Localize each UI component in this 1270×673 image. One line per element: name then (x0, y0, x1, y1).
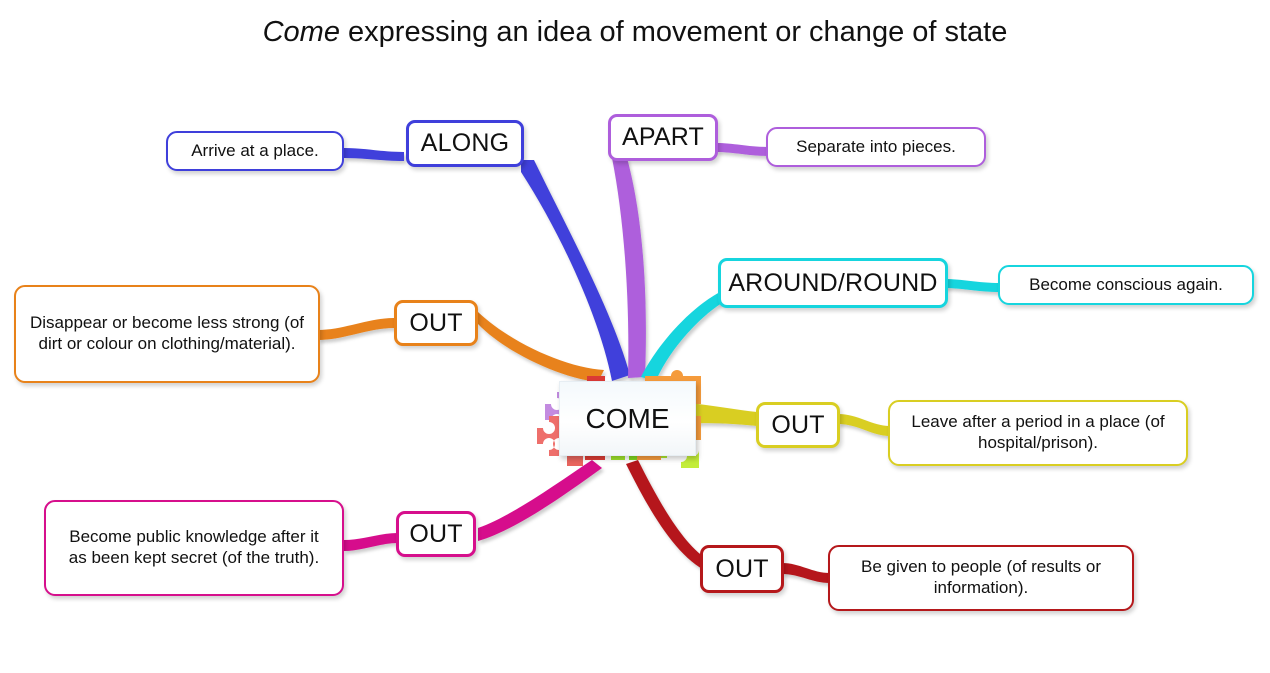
node-leaf-around-round[interactable]: Become conscious again. (998, 265, 1254, 305)
node-leaf-out-public[interactable]: Become public knowledge after it as been… (44, 500, 344, 596)
link-along-leaf (344, 148, 404, 161)
node-key-out-public[interactable]: OUT (396, 511, 476, 557)
link-out-public-leaf (344, 533, 398, 551)
node-key-out-fade-label: OUT (409, 308, 463, 337)
node-leaf-apart[interactable]: Separate into pieces. (766, 127, 986, 167)
link-out-leave-leaf (838, 414, 890, 436)
link-out-given-leaf (782, 563, 830, 583)
node-leaf-out-fade[interactable]: Disappear or become less strong (of dirt… (14, 285, 320, 383)
node-leaf-out-leave-label: Leave after a period in a place (of hosp… (911, 412, 1165, 452)
node-key-out-leave-label: OUT (771, 410, 825, 439)
node-leaf-along-label: Arrive at a place. (191, 140, 319, 160)
node-key-along[interactable]: ALONG (406, 120, 524, 167)
node-key-out-public-label: OUT (409, 519, 463, 548)
node-key-out-given-label: OUT (715, 554, 769, 583)
central-node-label: COME (559, 381, 696, 456)
node-key-out-leave[interactable]: OUT (756, 402, 840, 448)
page-title: Come expressing an idea of movement or c… (0, 16, 1270, 49)
link-along (521, 160, 630, 381)
link-out-public (478, 460, 602, 541)
node-leaf-apart-label: Separate into pieces. (796, 136, 956, 156)
link-out-fade (478, 312, 604, 382)
link-apart-leaf (716, 143, 768, 156)
node-leaf-out-given[interactable]: Be given to people (of results or inform… (828, 545, 1134, 611)
node-leaf-out-leave[interactable]: Leave after a period in a place (of hosp… (888, 400, 1188, 466)
node-key-apart-label: APART (621, 123, 705, 152)
page-title-emphasis: Come (262, 16, 340, 48)
node-key-around-round-label: AROUND/ROUND (728, 268, 938, 297)
link-out-given (626, 460, 704, 570)
node-leaf-along[interactable]: Arrive at a place. (166, 131, 344, 171)
link-around (641, 291, 722, 381)
link-out-leave (688, 403, 757, 426)
node-key-out-fade[interactable]: OUT (394, 300, 478, 346)
node-key-around-round[interactable]: AROUND/ROUND (718, 258, 948, 308)
page-title-rest: expressing an idea of movement or change… (339, 16, 1008, 48)
node-leaf-around-round-label: Become conscious again. (1029, 274, 1223, 294)
node-key-apart[interactable]: APART (608, 114, 718, 161)
link-around-leaf (944, 279, 1000, 292)
node-leaf-out-given-label: Be given to people (of results or inform… (860, 557, 1102, 597)
central-node[interactable]: COME (525, 352, 725, 482)
node-leaf-out-public-label: Become public knowledge after it as been… (68, 527, 320, 567)
link-out-fade-leaf (318, 318, 394, 340)
link-apart (612, 158, 646, 378)
node-key-out-given[interactable]: OUT (700, 545, 784, 593)
node-key-along-label: ALONG (420, 129, 510, 158)
node-leaf-out-fade-label: Disappear or become less strong (of dirt… (29, 313, 305, 353)
